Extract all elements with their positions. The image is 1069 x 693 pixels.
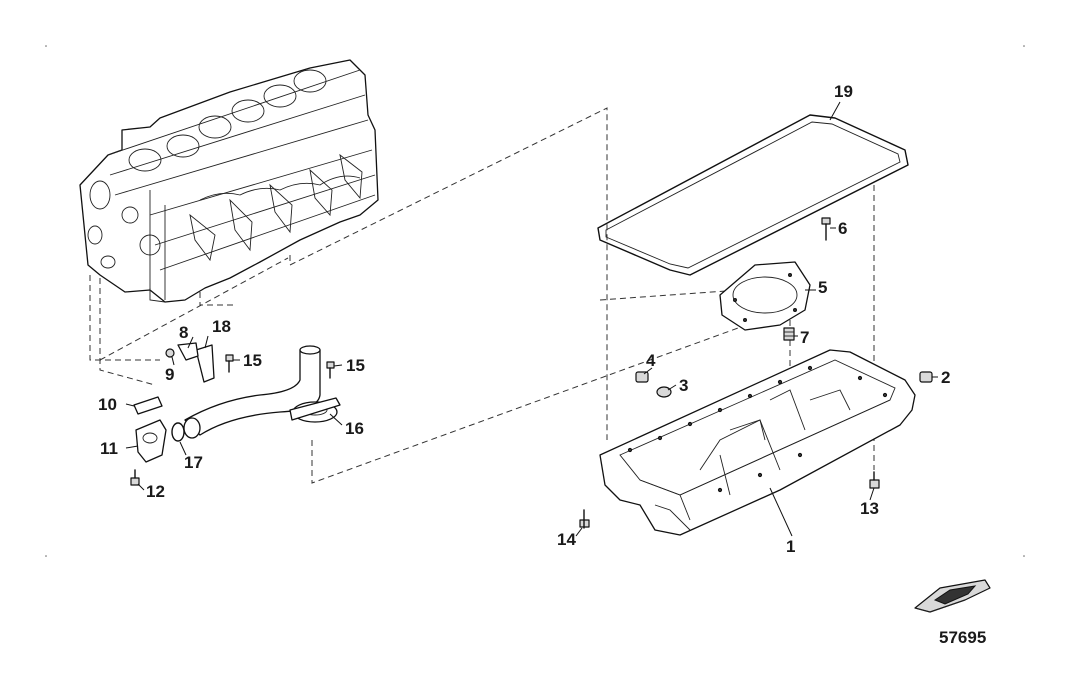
callout-4: 4 xyxy=(646,351,656,370)
bolt-15b xyxy=(326,361,335,379)
callout-3: 3 xyxy=(679,376,688,395)
callout-11: 11 xyxy=(100,439,118,458)
callout-18: 18 xyxy=(212,317,231,336)
callout-8: 8 xyxy=(179,323,188,342)
callout-5: 5 xyxy=(818,278,827,297)
oil-pan xyxy=(599,349,916,536)
bolt-6 xyxy=(821,217,831,241)
bolt-12 xyxy=(130,469,140,486)
callout-15a: 15 xyxy=(243,351,262,370)
callout-19: 19 xyxy=(834,82,853,101)
callout-12: 12 xyxy=(146,482,165,501)
bolt-13 xyxy=(869,471,880,489)
callout-10: 10 xyxy=(98,395,117,414)
callout-16: 16 xyxy=(345,419,364,438)
callout-17: 17 xyxy=(184,453,203,472)
callout-9: 9 xyxy=(165,365,174,384)
boat-icon xyxy=(914,579,991,613)
callout-1: 1 xyxy=(786,537,795,556)
flange-11 xyxy=(135,419,167,463)
o-ring-17 xyxy=(171,422,185,442)
washer-3 xyxy=(656,386,672,398)
callout-6: 6 xyxy=(838,219,847,238)
spacer-7 xyxy=(783,327,795,341)
callout-labels: 1 2 3 4 5 6 7 8 9 10 11 12 13 14 15 15 1… xyxy=(98,82,950,556)
plug-4 xyxy=(635,371,649,383)
callout-14: 14 xyxy=(557,530,576,549)
clip-8 xyxy=(177,342,199,361)
registration-marks xyxy=(45,45,1025,557)
bracket-18 xyxy=(195,344,215,383)
bolt-14 xyxy=(579,509,590,529)
screw-9 xyxy=(165,348,175,358)
callout-7: 7 xyxy=(800,328,809,347)
figure-number: 57695 xyxy=(939,628,986,647)
gasket-10 xyxy=(133,396,163,415)
leader-lines xyxy=(125,101,938,537)
baffle-plate xyxy=(719,261,811,331)
oil-pan-gasket xyxy=(597,114,909,276)
oil-suction-pipe xyxy=(183,345,341,439)
callout-15b: 15 xyxy=(346,356,365,375)
engine-block xyxy=(79,59,379,303)
bolt-15a xyxy=(225,354,234,373)
callout-13: 13 xyxy=(860,499,879,518)
callout-2: 2 xyxy=(941,368,950,387)
